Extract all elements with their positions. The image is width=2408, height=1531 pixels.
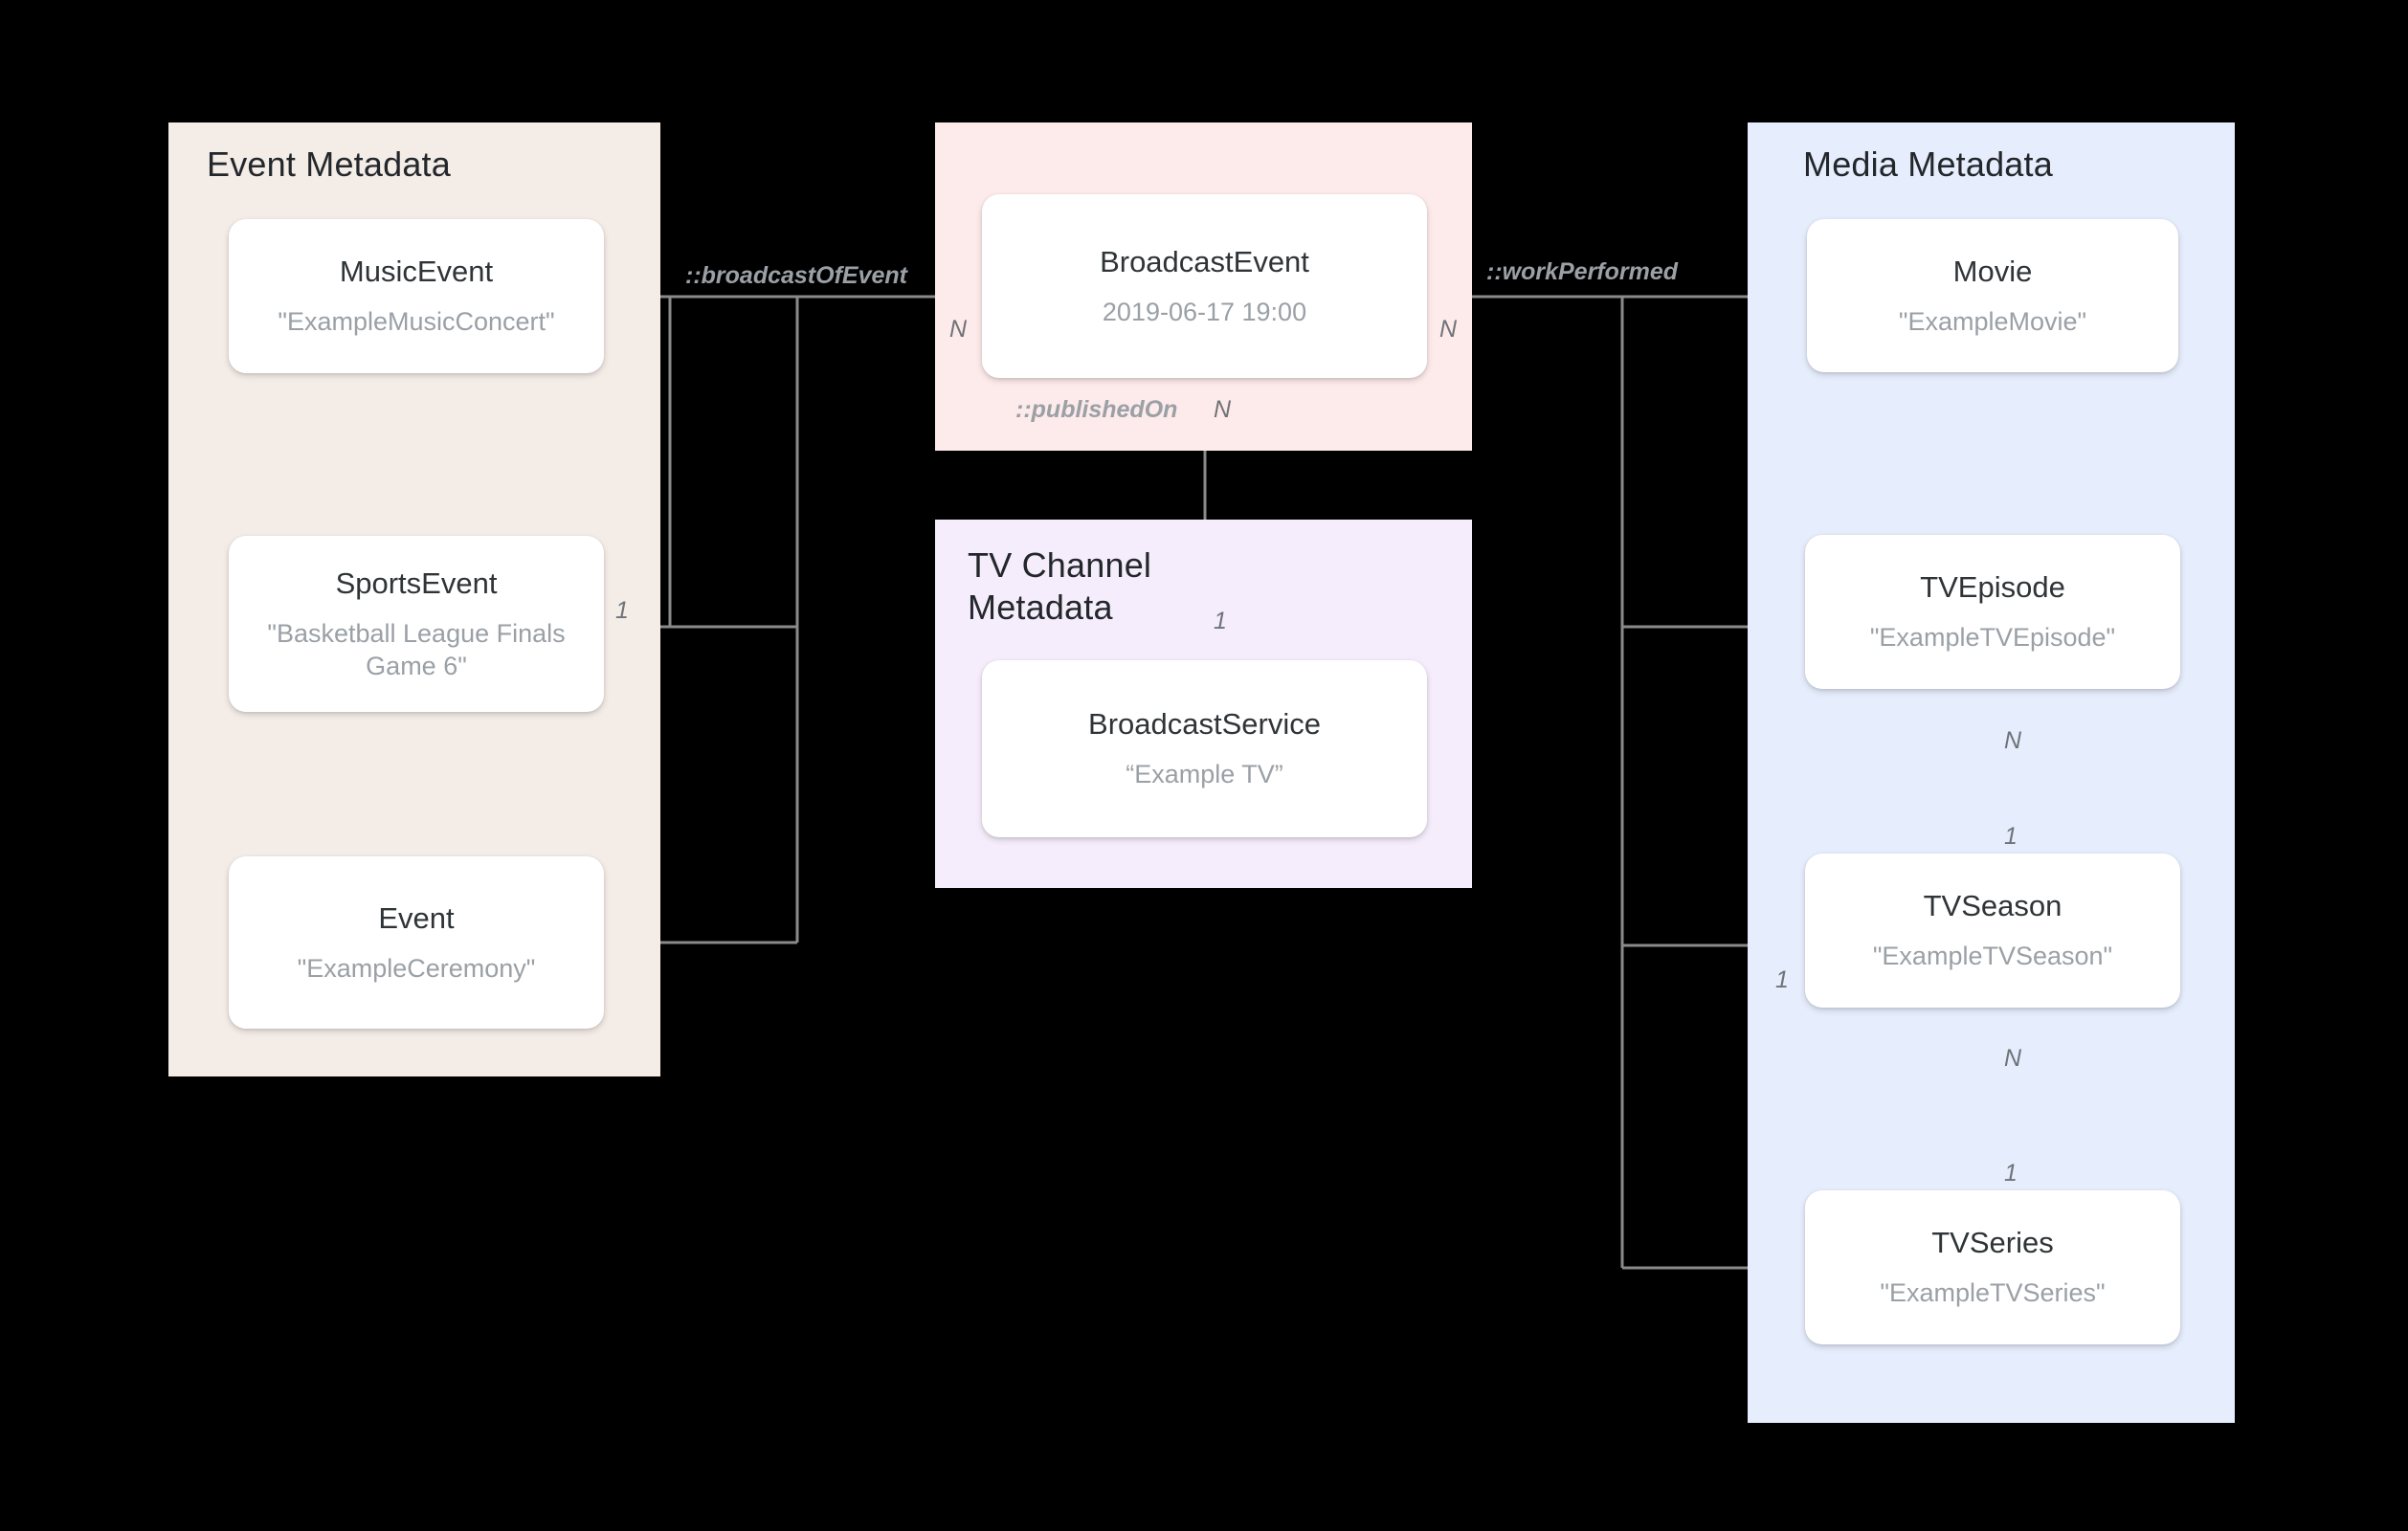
cardinality-sports-to-broadcast-1: 1 — [615, 597, 629, 624]
panel-title-media-metadata: Media Metadata — [1803, 144, 2053, 184]
node-type-label: TVEpisode — [1920, 570, 2065, 605]
cardinality-season-to-series-n: N — [2004, 1045, 2022, 1072]
node-type-label: TVSeries — [1931, 1226, 2054, 1260]
node-value-label: "Basketball League Finals Game 6" — [267, 618, 566, 680]
edge-label-published-on: ::publishedOn — [1015, 396, 1178, 423]
node-event[interactable]: Event "ExampleCeremony" — [229, 856, 604, 1029]
node-broadcast-event[interactable]: BroadcastEvent 2019-06-17 19:00 — [982, 194, 1427, 378]
cardinality-season-to-series-1: 1 — [2004, 1160, 2018, 1187]
cardinality-series-trunk-1: 1 — [1775, 966, 1789, 993]
node-type-label: MusicEvent — [339, 255, 494, 289]
node-type-label: TVSeason — [1923, 889, 2062, 923]
node-tv-series[interactable]: TVSeries "ExampleTVSeries" — [1805, 1190, 2180, 1344]
node-type-label: SportsEvent — [335, 566, 498, 600]
node-type-label: Event — [378, 900, 455, 935]
cardinality-work-performed-n: N — [1439, 316, 1458, 343]
node-value-label: "ExampleMovie" — [1898, 306, 2087, 336]
panel-title-event-metadata: Event Metadata — [207, 144, 451, 184]
edge-label-broadcast-of-event: ::broadcastOfEvent — [685, 262, 907, 289]
node-music-event[interactable]: MusicEvent "ExampleMusicConcert" — [229, 219, 604, 373]
node-type-label: Movie — [1952, 254, 2033, 288]
node-movie[interactable]: Movie "ExampleMovie" — [1807, 219, 2178, 372]
node-value-label: 2019-06-17 19:00 — [1102, 297, 1307, 326]
cardinality-music-to-broadcast-n: N — [949, 316, 968, 343]
cardinality-published-on-1: 1 — [1214, 608, 1227, 634]
cardinality-episode-to-season-1: 1 — [2004, 823, 2018, 850]
panel-title-tv-channel-metadata: TV Channel Metadata — [968, 545, 1152, 627]
node-value-label: "ExampleCeremony" — [297, 953, 536, 983]
cardinality-episode-to-season-n: N — [2004, 727, 2022, 754]
node-broadcast-service[interactable]: BroadcastService “Example TV” — [982, 660, 1427, 837]
node-type-label: BroadcastEvent — [1100, 244, 1309, 278]
node-sports-event[interactable]: SportsEvent "Basketball League Finals Ga… — [229, 536, 604, 712]
node-tv-episode[interactable]: TVEpisode "ExampleTVEpisode" — [1805, 535, 2180, 689]
node-value-label: "ExampleTVSeries" — [1880, 1278, 2106, 1308]
node-value-label: "ExampleTVSeason" — [1872, 942, 2113, 971]
cardinality-published-on-n: N — [1214, 396, 1232, 423]
node-type-label: BroadcastService — [1088, 707, 1321, 742]
node-tv-season[interactable]: TVSeason "ExampleTVSeason" — [1805, 854, 2180, 1008]
node-value-label: "ExampleMusicConcert" — [278, 307, 555, 337]
node-value-label: "ExampleTVEpisode" — [1869, 623, 2116, 653]
node-value-label: “Example TV” — [1126, 760, 1283, 789]
edge-label-work-performed: ::workPerformed — [1486, 258, 1679, 285]
